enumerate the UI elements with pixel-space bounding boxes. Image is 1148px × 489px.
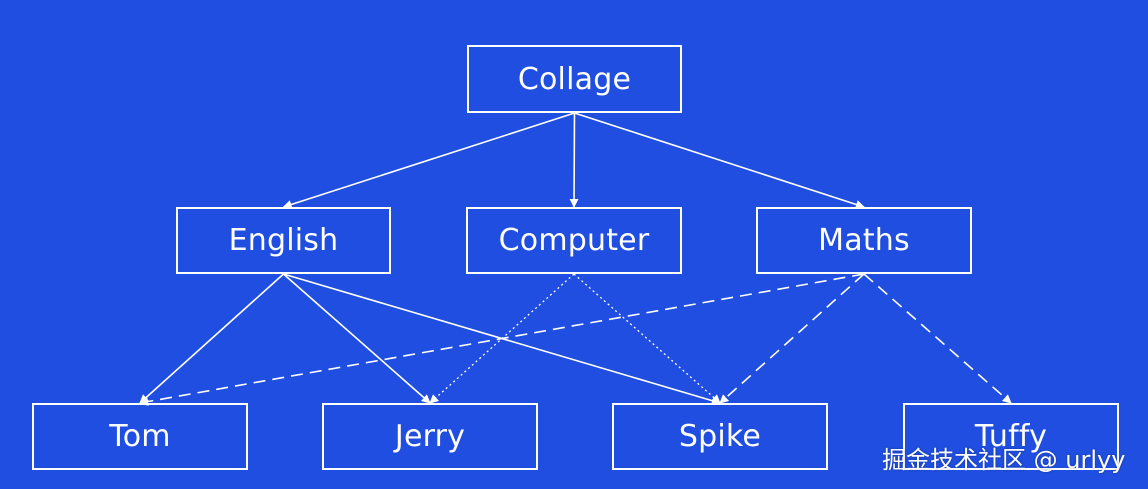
node-spike: Spike xyxy=(612,403,828,470)
node-tom: Tom xyxy=(32,403,248,470)
edge-maths-to-tom xyxy=(139,273,865,407)
edge-maths-to-spike xyxy=(719,273,865,404)
node-computer: Computer xyxy=(466,207,682,274)
node-english: English xyxy=(176,207,391,274)
node-collage: Collage xyxy=(467,45,682,113)
edge-english-to-jerry xyxy=(282,273,431,404)
node-tuffy: Tuffy xyxy=(903,403,1119,470)
node-jerry: Jerry xyxy=(322,403,538,470)
edge-collage-to-maths xyxy=(574,112,865,209)
watermark-text: 掘金技术社区 @ urlyy xyxy=(882,446,1126,474)
edge-maths-to-tuffy xyxy=(863,273,1012,404)
edge-collage-to-computer xyxy=(569,112,579,208)
edge-english-to-tom xyxy=(139,273,285,404)
node-maths: Maths xyxy=(756,207,972,274)
edge-collage-to-english xyxy=(282,112,575,209)
edge-computer-to-spike xyxy=(573,273,721,404)
